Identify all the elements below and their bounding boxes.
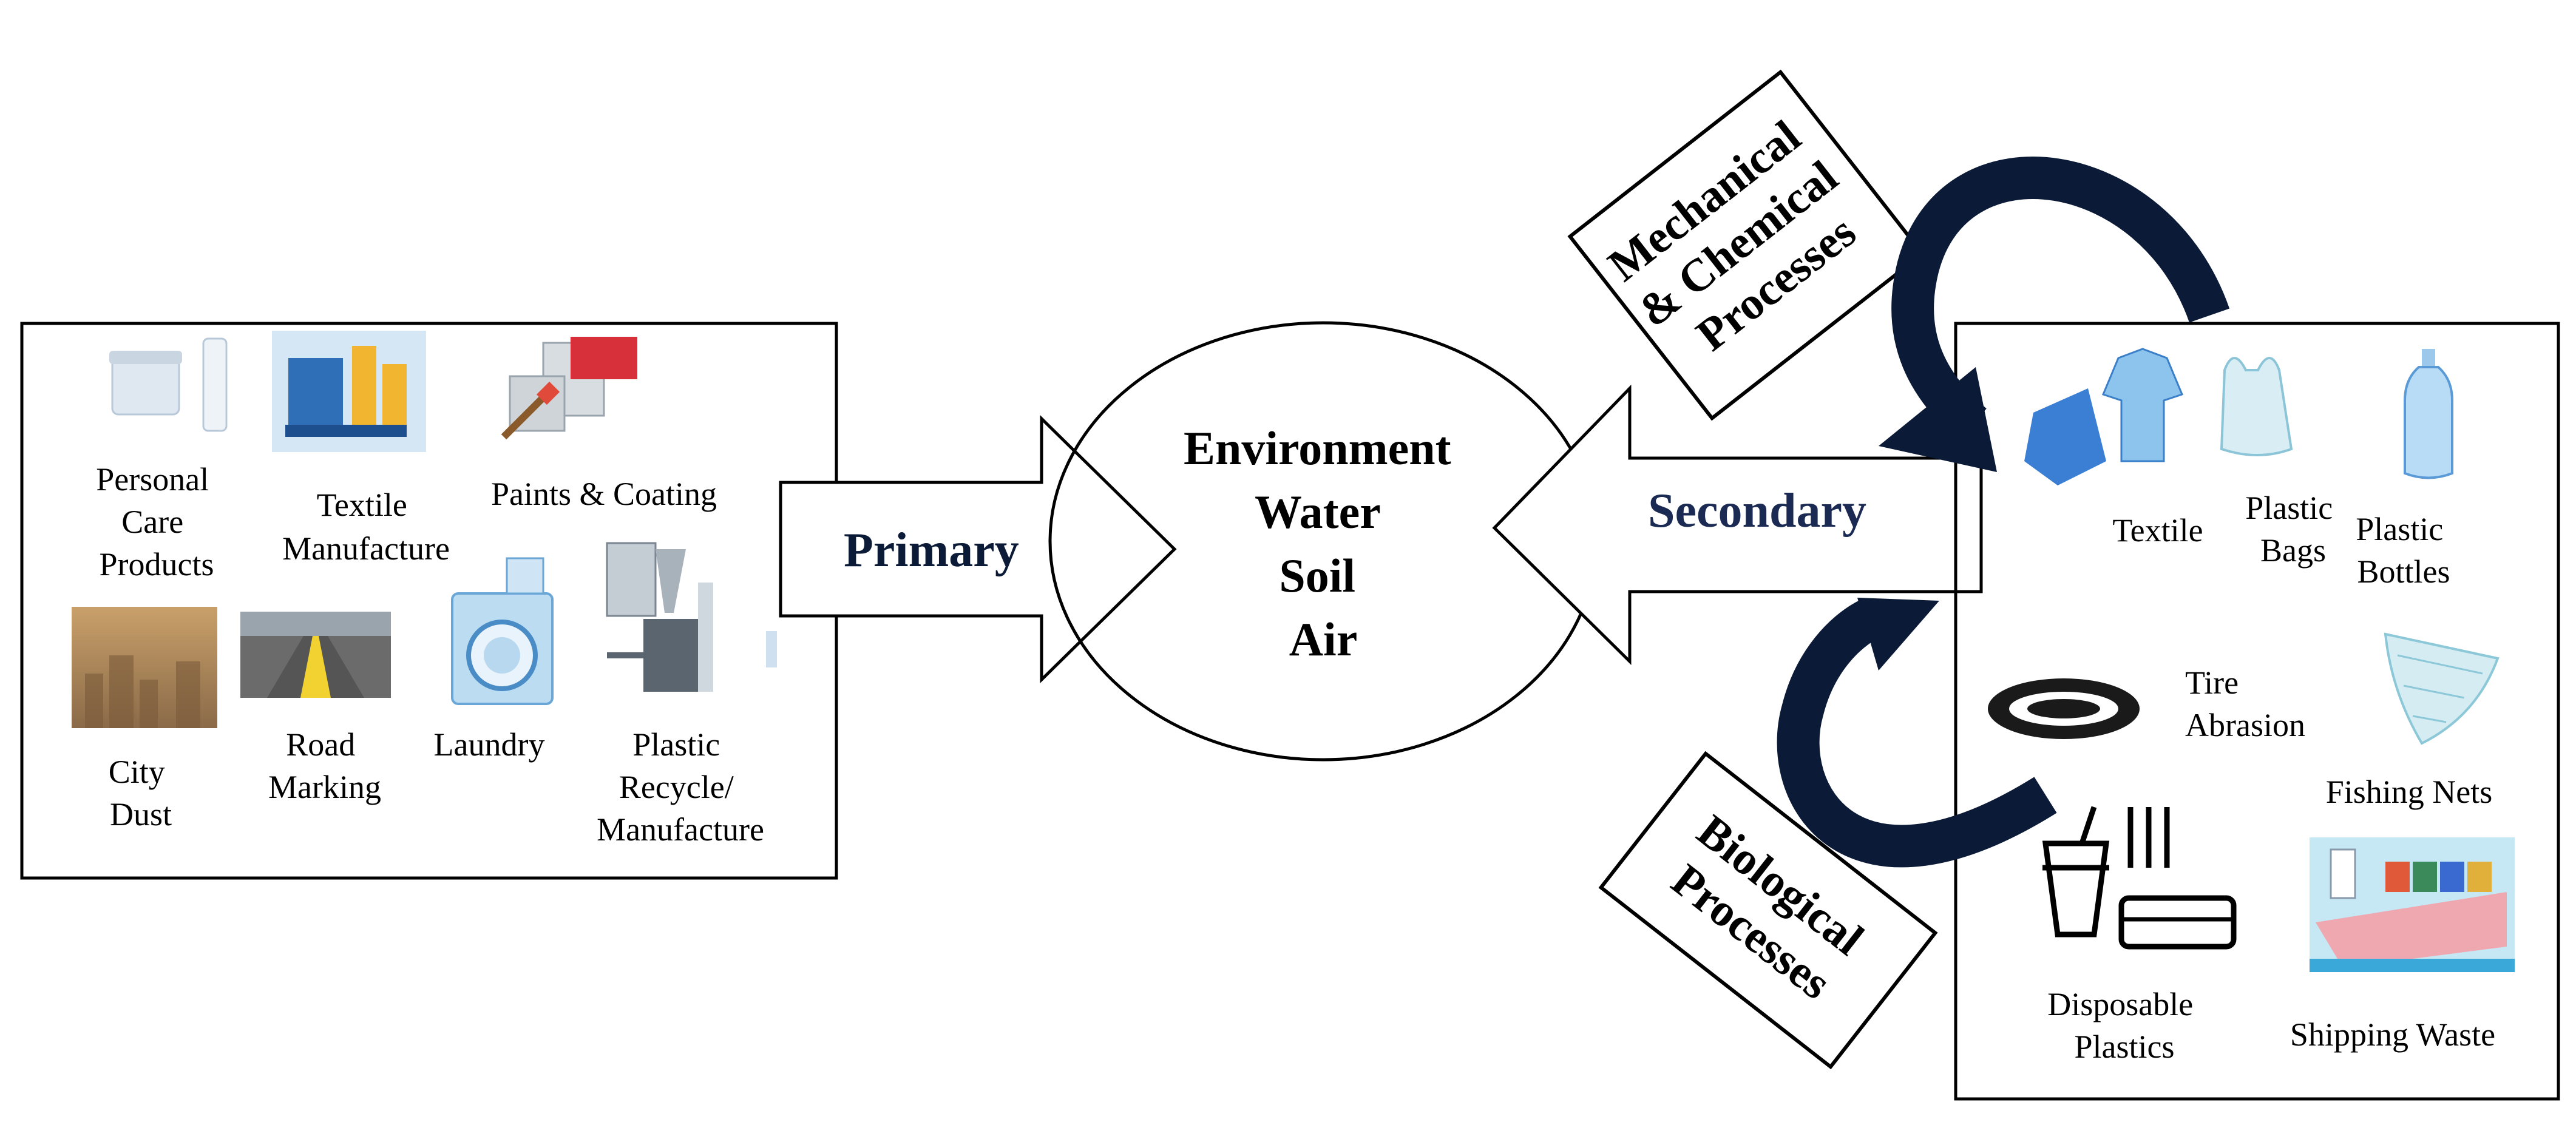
degradation-curved-arrow-top — [1879, 157, 2230, 472]
label-city-dust: City Dust — [109, 754, 174, 833]
textile-clothes-icon — [2024, 348, 2184, 485]
road-icon — [240, 612, 391, 698]
cosmetics-jar-icon — [109, 337, 228, 432]
label-disposable-plastics: Disposable Plastics — [2047, 986, 2201, 1065]
mechanical-chemical-box: Mechanical & Chemical Processes — [1567, 69, 1925, 421]
cargo-ship-icon — [2310, 837, 2515, 972]
plastic-bottle-icon — [2404, 349, 2453, 479]
recycling-plant-icon — [606, 542, 777, 692]
degradation-curved-arrow-bottom — [1777, 598, 2057, 868]
environment-label: Environment Water Soil Air — [1184, 422, 1463, 666]
city-dust-icon — [72, 607, 217, 728]
fishing-net-icon — [2384, 632, 2500, 745]
primary-arrow — [779, 415, 1177, 683]
label-paints-coating: Paints & Coating — [491, 476, 717, 512]
biological-box: Biological Processes — [1598, 751, 1938, 1070]
secondary-sources-box — [1954, 322, 2560, 1101]
label-plastic-bags: Plastic Bags — [2245, 490, 2341, 569]
label-plastic-bottles: Plastic Bottles — [2356, 511, 2452, 590]
label-fishing-nets: Fishing Nets — [2326, 774, 2493, 810]
washing-machine-icon — [451, 557, 554, 705]
tire-icon — [1988, 678, 2140, 739]
mechanical-chemical-label: Mechanical & Chemical Processes — [1595, 101, 1890, 380]
secondary-label: Secondary — [1648, 484, 1866, 538]
label-shipping-waste: Shipping Waste — [2290, 1016, 2495, 1053]
label-textile-manufacture: Textile Manufacture — [282, 487, 450, 567]
label-textile: Textile — [2112, 512, 2203, 549]
disposable-cup-icon — [2042, 806, 2237, 950]
label-road-marking: Road Marking — [268, 726, 381, 805]
primary-label: Primary — [844, 524, 1019, 577]
label-tire-abrasion: Tire Abrasion — [2185, 664, 2305, 743]
secondary-arrow — [1492, 384, 1983, 665]
textile-machine-icon — [272, 331, 426, 452]
paint-cans-icon — [501, 337, 637, 440]
plastic-bag-icon — [2220, 357, 2293, 456]
label-plastic-recycle: Plastic Recycle/ Manufacture — [597, 726, 764, 848]
label-laundry: Laundry — [434, 726, 545, 763]
label-personal-care: Personal Care Products — [96, 461, 217, 583]
